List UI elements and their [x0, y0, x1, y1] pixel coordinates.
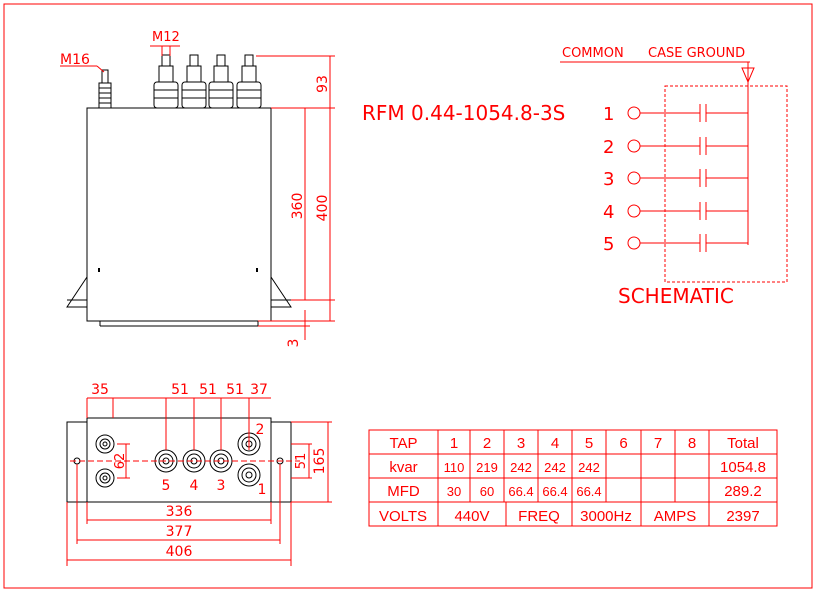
- bushing-4: [236, 54, 262, 109]
- terminal-label: 2: [256, 422, 265, 438]
- dim-37: 37: [250, 382, 268, 398]
- table-cell-mfd: 66.4: [508, 484, 533, 499]
- dim-406: 406: [166, 544, 193, 560]
- schematic-terminal: [627, 236, 641, 250]
- table-cell-mfd: MFD: [387, 483, 420, 500]
- dim-62: 62: [113, 453, 128, 470]
- rating-table: TAP 1 2 3 4 5 6 7 8 Total kvar 110 219 242 242 242 1054.…: [368, 429, 778, 527]
- table-cell-kvar: 110: [444, 460, 465, 475]
- m16-label: M16: [60, 52, 90, 68]
- schematic-terminal: [627, 139, 641, 153]
- terminal-label: 4: [190, 478, 199, 494]
- right-foot: [270, 275, 292, 308]
- amps-value: 2397: [726, 508, 759, 525]
- terminal-label: 3: [217, 478, 226, 494]
- volts-label: VOLTS: [379, 508, 427, 525]
- volts-value: 440V: [454, 508, 489, 525]
- amps-label: AMPS: [654, 508, 697, 525]
- schematic-terminal: [627, 171, 641, 185]
- freq-label: FREQ: [518, 508, 560, 525]
- common-label: COMMON: [562, 46, 624, 61]
- schematic-tap-label: 1: [603, 104, 614, 125]
- table-cell-header: 6: [619, 435, 627, 452]
- table-cell-header: TAP: [389, 435, 417, 452]
- table-cell-header: 5: [585, 435, 593, 452]
- schematic-tap-label: 3: [603, 169, 614, 190]
- dim-165: 165: [312, 448, 328, 475]
- table-cell-header: 4: [551, 435, 559, 452]
- table-cell-header: 7: [654, 435, 662, 452]
- schematic-terminal: [627, 204, 641, 218]
- dim-51-b: 51: [199, 382, 217, 398]
- table-cell-mfd: 30: [447, 484, 461, 499]
- m12-label: M12: [152, 30, 180, 45]
- schematic-title: SCHEMATIC: [618, 284, 734, 308]
- dim-377: 377: [166, 524, 193, 540]
- terminal-label: 5: [162, 478, 171, 494]
- bushing-terminal: [237, 463, 261, 487]
- schematic-tap-label: 2: [603, 137, 614, 158]
- drawing-frame: [3, 3, 813, 589]
- dim-336: 336: [166, 504, 193, 520]
- bushing-1: [153, 54, 179, 109]
- table-cell-header: 2: [483, 435, 491, 452]
- left-foot: [66, 275, 88, 308]
- table-cell-mfd: 66.4: [542, 484, 567, 499]
- bushing-3: [208, 54, 234, 109]
- dim-93: 93: [315, 75, 331, 93]
- table-cell-kvar: 242: [510, 460, 532, 475]
- dim-51-a: 51: [171, 382, 189, 398]
- table-cell-header: 3: [517, 435, 525, 452]
- schematic: COMMON CASE GROUND 1 2 3 4 5 SCHEMATIC: [560, 46, 788, 308]
- dim-51-c: 51: [226, 382, 244, 398]
- schematic-tap-label: 5: [603, 234, 614, 255]
- table-cell-kvar: 242: [578, 460, 600, 475]
- capacitor-body: [86, 107, 272, 322]
- schematic-terminal: [627, 106, 641, 120]
- front-view: M16 M12 93 360 400 3: [60, 30, 335, 347]
- case-ground-label: CASE GROUND: [648, 46, 745, 61]
- table-cell-header: 1: [450, 435, 458, 452]
- dim-35: 35: [91, 382, 109, 398]
- terminal-label: 1: [258, 482, 267, 498]
- model-number: RFM 0.44-1054.8-3S: [362, 101, 565, 125]
- table-cell-kvar: 219: [476, 460, 498, 475]
- table-cell-header: Total: [727, 435, 759, 452]
- table-cell-kvar: 242: [544, 460, 566, 475]
- bushing-2: [181, 54, 207, 109]
- ground-stud: [98, 69, 112, 109]
- case-outline: [664, 85, 788, 283]
- dim-3: 3: [286, 339, 302, 348]
- table-cell-kvar: kvar: [389, 459, 417, 476]
- table-cell-mfd: 60: [480, 484, 494, 499]
- schematic-tap-label: 4: [603, 202, 614, 223]
- freq-value: 3000Hz: [580, 508, 632, 525]
- dim-51-right: 51: [294, 453, 309, 470]
- dim-400: 400: [315, 195, 331, 222]
- table-cell-kvar: 1054.8: [720, 459, 766, 476]
- dim-360: 360: [290, 193, 306, 220]
- table-cell-mfd: 289.2: [724, 483, 762, 500]
- bottom-view: 5 4 3 2 1 35 51 51 51 37 62 51 165: [66, 382, 332, 566]
- table-cell-header: 8: [688, 435, 696, 452]
- table-cell-mfd: 66.4: [576, 484, 601, 499]
